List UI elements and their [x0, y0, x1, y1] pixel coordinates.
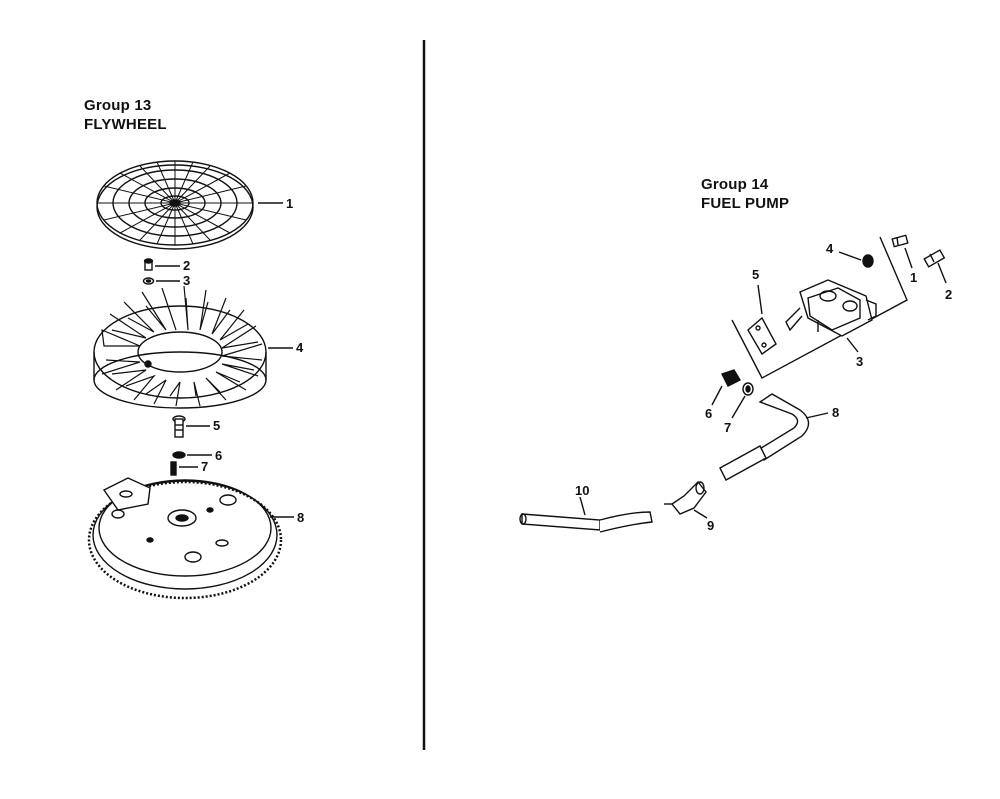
screen-icon: [96, 160, 254, 250]
callout-label: 6: [705, 406, 713, 421]
bolt-icon: [172, 415, 186, 438]
callout-label: 4: [296, 340, 304, 355]
callout-label: 1: [286, 196, 294, 211]
callout-label: 3: [183, 273, 191, 288]
hose-icon: [519, 511, 653, 533]
filter-icon: [664, 480, 707, 515]
group13-title: Group 13: [84, 97, 152, 114]
callout-label: 2: [945, 287, 953, 302]
callout-label: 9: [707, 518, 715, 533]
callout-label: 10: [575, 483, 590, 498]
flywheel-icon: [87, 477, 283, 600]
callout-label: 5: [213, 418, 221, 433]
group14-subtitle: FUEL PUMP: [701, 195, 790, 212]
clamp-icon: [742, 382, 754, 396]
fuel-pump-icon: [785, 279, 877, 337]
callout-label: 8: [297, 510, 305, 525]
washer-icon: [142, 277, 155, 285]
cap-icon: [862, 254, 874, 268]
nut-icon: [172, 451, 186, 459]
gasket-icon: [747, 316, 777, 356]
bolt-icon: [143, 258, 154, 271]
callout-label: 8: [832, 405, 840, 420]
fan-icon: [93, 285, 267, 409]
callout-label: 2: [183, 258, 191, 273]
fitting-icon: [721, 369, 741, 387]
fitting-icon: [923, 249, 946, 268]
group14-title: Group 14: [701, 176, 769, 193]
callout-label: 1: [910, 270, 918, 285]
hose-icon: [719, 393, 810, 481]
group13-subtitle: FLYWHEEL: [84, 116, 167, 133]
callout-label: 5: [752, 267, 760, 282]
callout-label: 7: [724, 420, 732, 435]
callout-label: 6: [215, 448, 223, 463]
callout-label: 4: [826, 241, 834, 256]
fitting-icon: [891, 234, 909, 248]
callout-label: 3: [856, 354, 864, 369]
pin-icon: [170, 461, 177, 476]
callout-label: 7: [201, 459, 209, 474]
